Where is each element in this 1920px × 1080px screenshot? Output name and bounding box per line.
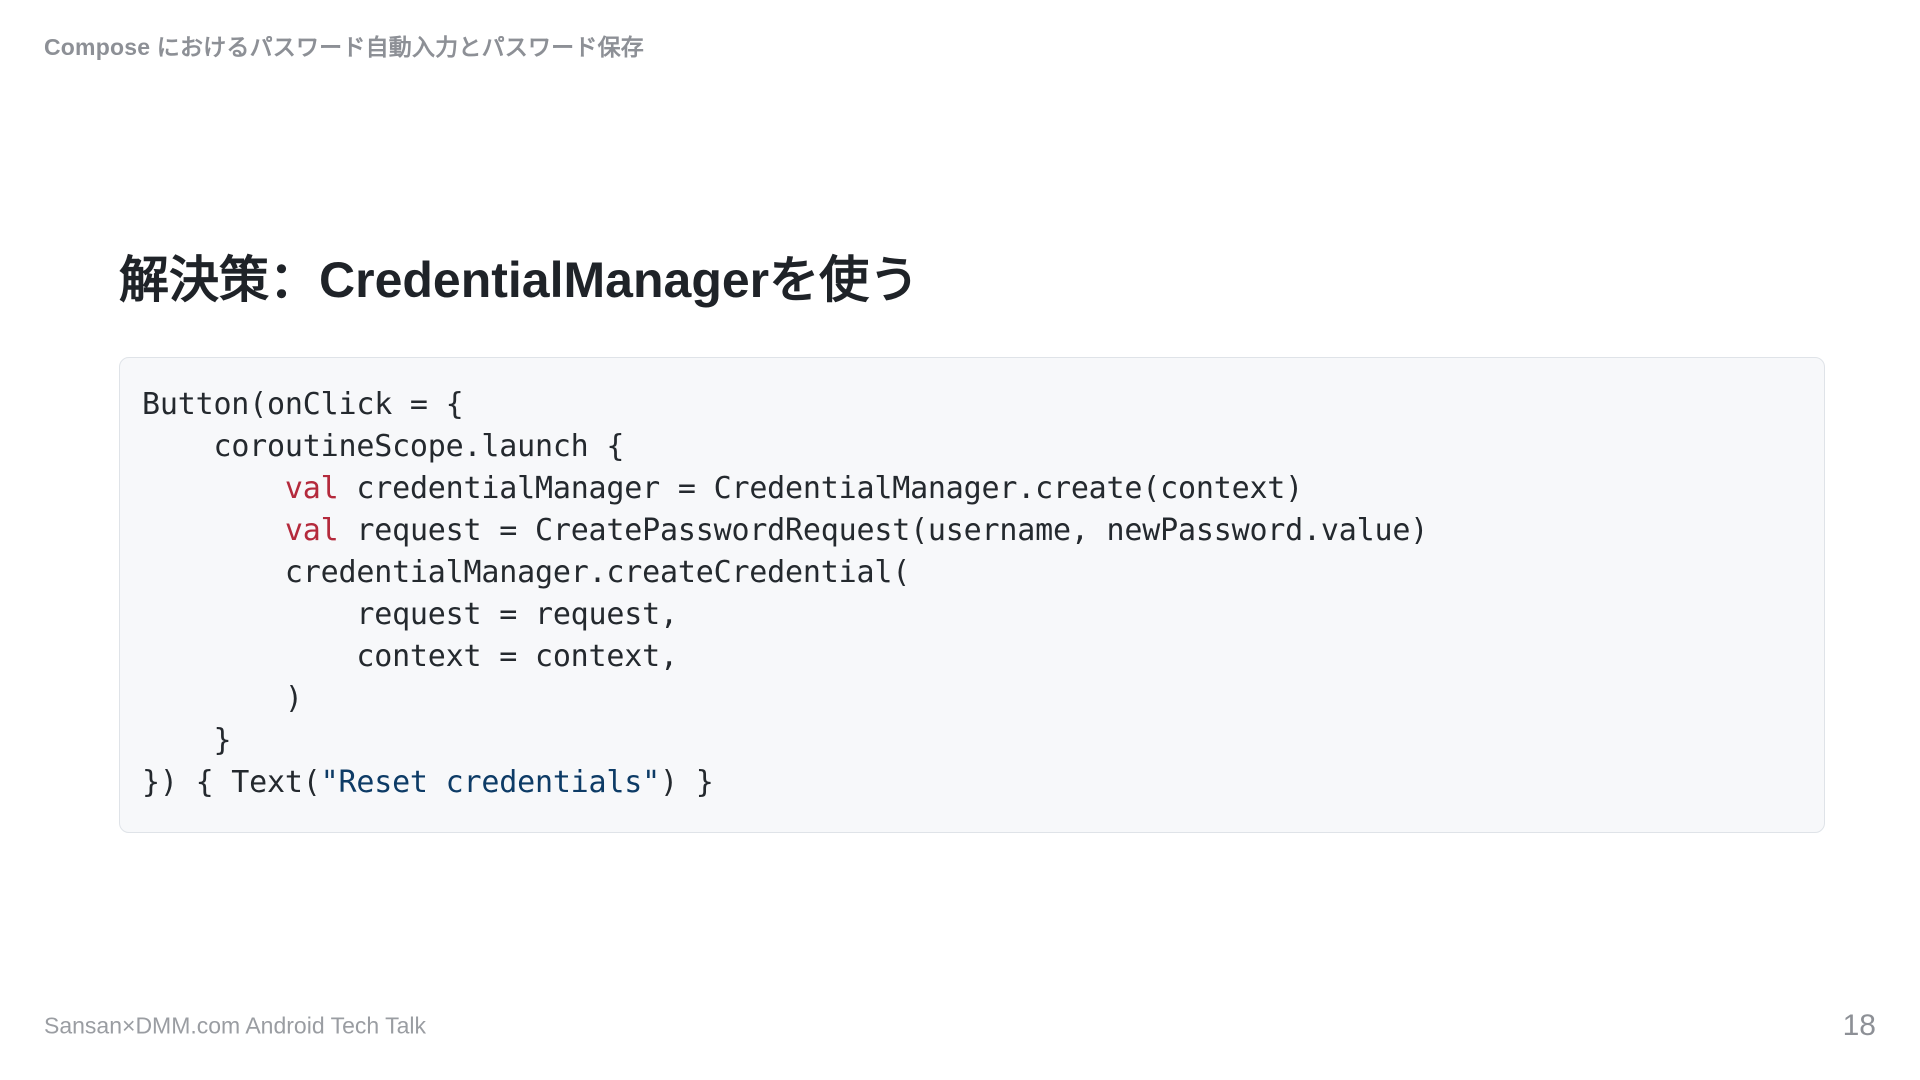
slide-header-label: Compose におけるパスワード自動入力とパスワード保存 — [44, 34, 644, 60]
code-keyword: val — [284, 513, 339, 548]
code-string: "Reset credentials" — [320, 765, 661, 800]
page-number: 18 — [1842, 1009, 1876, 1042]
code-snippet: Button(onClick = { coroutineScope.launch… — [142, 387, 1429, 800]
page-title: 解決策：CredentialManagerを使う — [119, 252, 920, 308]
code-block: Button(onClick = { coroutineScope.launch… — [119, 357, 1825, 833]
footer-label: Sansan×DMM.com Android Tech Talk — [44, 1012, 427, 1039]
code-keyword: val — [284, 471, 339, 506]
